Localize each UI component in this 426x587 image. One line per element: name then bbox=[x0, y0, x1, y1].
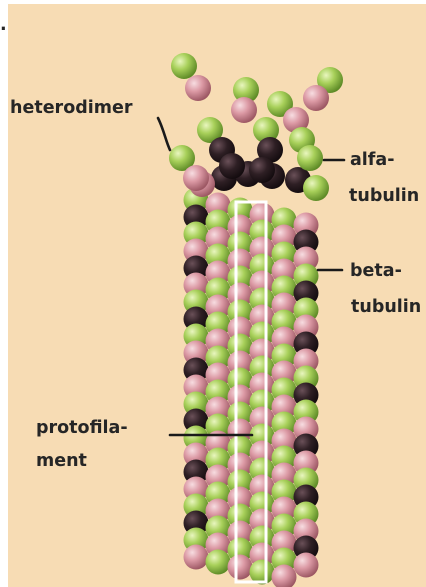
alpha-tubulin-bead bbox=[206, 550, 231, 575]
alpha-tubulin-bead bbox=[297, 145, 323, 171]
label-beta-tubulin-line2: tubulin bbox=[351, 297, 421, 317]
label-beta-tubulin-line1: beta- bbox=[350, 261, 402, 281]
beta-tubulin-bead bbox=[183, 165, 209, 191]
label-alfa-tubulin-line2: tubulin bbox=[349, 186, 419, 206]
beta-tubulin-bead bbox=[294, 553, 319, 578]
label-protofilament-line1: protofila- bbox=[36, 418, 128, 438]
label-alfa-tubulin-line1: alfa- bbox=[350, 150, 395, 170]
beta-tubulin-bead bbox=[231, 97, 257, 123]
alpha-tubulin-bead bbox=[171, 53, 197, 79]
beta-tubulin-bead bbox=[303, 85, 329, 111]
beta-tubulin-bead bbox=[185, 75, 211, 101]
beta-tubulin-bead bbox=[184, 545, 209, 570]
tube-rim-bead bbox=[303, 175, 329, 201]
microtubule-body bbox=[184, 161, 330, 587]
beta-tubulin-bead bbox=[228, 555, 253, 580]
label-protofilament-line2: ment bbox=[36, 451, 87, 471]
beta-tubulin-bead bbox=[249, 157, 275, 183]
beta-tubulin-bead bbox=[219, 153, 245, 179]
label-heterodimer: heterodimer bbox=[10, 98, 133, 118]
stray-dot: . bbox=[0, 15, 7, 35]
